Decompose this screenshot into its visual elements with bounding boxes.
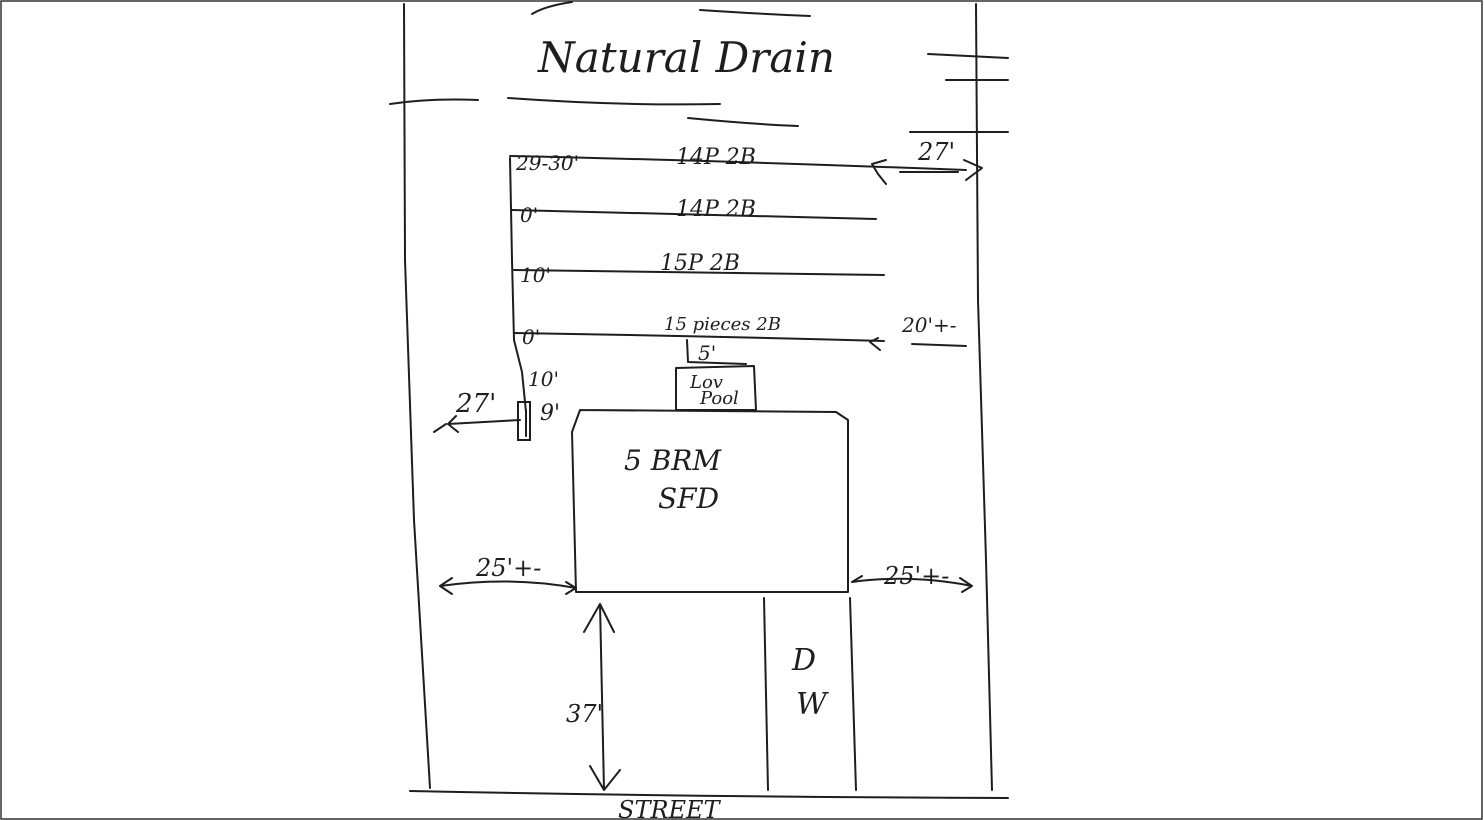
left-setback-label: 27' <box>455 389 496 419</box>
driveway-right <box>849 597 857 791</box>
side-left-label: 25'+- <box>475 554 541 582</box>
top-stroke-a <box>389 98 479 105</box>
lot-line-left <box>403 3 431 789</box>
row-2-left: 0' <box>520 203 538 227</box>
top-stroke-b <box>507 97 721 106</box>
gap-5-label: 5' <box>698 341 716 365</box>
drain-line-1 <box>509 155 967 171</box>
street-label: STREET <box>618 796 722 820</box>
driveway-label-2: W <box>796 687 829 722</box>
top-stroke-h <box>531 1 573 15</box>
pool-label-2: Pool <box>699 388 739 409</box>
gap-9-label: 9' <box>540 401 560 426</box>
street-line <box>409 790 1009 799</box>
row-4-left: 0' <box>522 325 540 349</box>
drain-spine <box>509 157 527 413</box>
row-4-right: 20'+- <box>901 313 957 337</box>
arrow-37 <box>583 603 621 791</box>
arrow-27-right <box>871 159 983 185</box>
house-label-2: SFD <box>658 482 719 515</box>
side-right-label: 25'+- <box>883 562 949 590</box>
row-1-right: 27' <box>917 138 955 166</box>
driveway-label-1: D <box>791 643 816 678</box>
arrow-25-right <box>851 575 973 593</box>
arrow-20-right <box>869 337 967 351</box>
arrow-25-left <box>439 577 577 595</box>
row-4-middle: 15 pieces 2B <box>664 314 781 335</box>
top-stroke-g <box>699 9 811 17</box>
drain-line-3 <box>513 269 885 276</box>
lot-line-right <box>975 3 993 791</box>
row-1-left: 29-30' <box>515 151 579 175</box>
gap-10-label: 10' <box>528 367 559 391</box>
diagram-title: Natural Drain <box>537 33 835 82</box>
connector-5 <box>686 339 747 365</box>
house-outline <box>571 409 849 593</box>
top-stroke-c <box>687 117 799 127</box>
front-setback-label: 37' <box>566 700 603 728</box>
drain-line-2 <box>511 209 877 220</box>
row-3-left: 10' <box>520 263 551 287</box>
pool-outline <box>675 365 757 411</box>
pool-label-1: Lov <box>689 372 723 393</box>
drain-line-4 <box>513 332 885 342</box>
row-2-middle: 14P 2B <box>676 197 756 222</box>
driveway-left <box>763 597 769 791</box>
arrow-27-left <box>433 415 521 433</box>
row-1-middle: 14P 2B <box>676 145 756 170</box>
row-3-middle: 15P 2B <box>660 251 740 276</box>
top-stroke-d <box>927 53 1009 59</box>
house-label-1: 5 BRM <box>624 444 722 477</box>
